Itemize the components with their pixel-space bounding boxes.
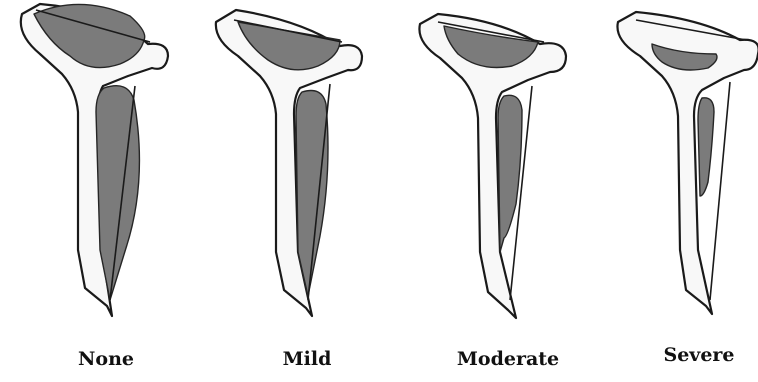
label-severe: Severe (663, 344, 734, 366)
scapula-severe (617, 12, 758, 314)
scapula-mild (216, 10, 362, 316)
scapula-none (21, 4, 168, 316)
infraspinatus-severe (698, 98, 714, 196)
label-moderate: Moderate (457, 348, 559, 370)
infraspinatus-moderate (498, 95, 522, 252)
scapula-moderate (419, 14, 566, 318)
label-none: None (78, 348, 134, 370)
label-mild: Mild (283, 348, 332, 370)
